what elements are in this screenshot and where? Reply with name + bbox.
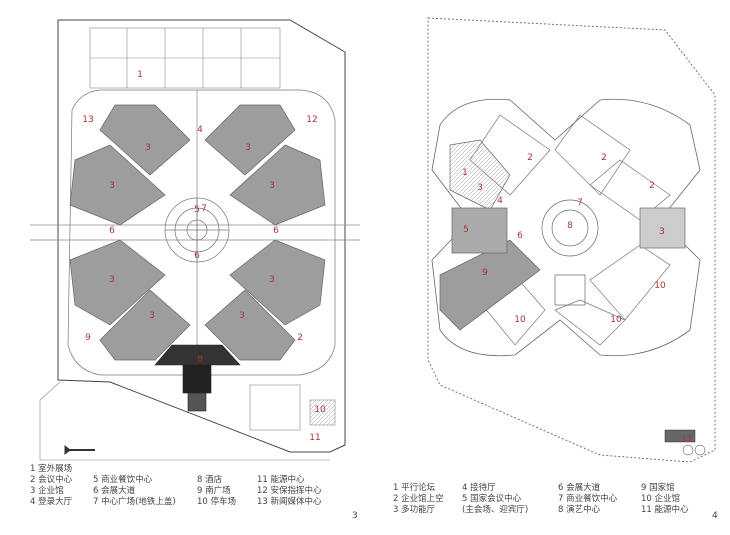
- svg-text:3: 3: [245, 143, 251, 153]
- left-label-12: 12: [306, 115, 317, 125]
- left-label-4: 4: [197, 125, 203, 135]
- legend-item: 4 接待厅: [462, 483, 496, 493]
- svg-text:3: 3: [269, 275, 275, 285]
- svg-text:3: 3: [109, 181, 115, 191]
- legend-item: 9 国家馆: [641, 483, 675, 493]
- left-label-6b: 6: [273, 226, 279, 236]
- left-extra-3-labels: 3 3 3 3 3 3 3: [109, 143, 275, 321]
- left-page-number: 3: [352, 511, 358, 521]
- right-label-4: 4: [497, 196, 503, 206]
- right-site-plan: [427, 17, 716, 463]
- svg-text:10: 10: [610, 315, 622, 325]
- legend-item: 2 会议中心: [30, 475, 73, 485]
- left-label-3a: 3: [145, 143, 151, 153]
- left-legend-col2: 5 商业餐饮中心 6 会展大道 7 中心广场(地铁上盖): [93, 475, 176, 508]
- right-legend-col1: 1 平行论坛 2 企业馆上空 3 多功能厅: [393, 483, 444, 516]
- legend-item: 7 中心广场(地铁上盖): [93, 497, 176, 507]
- legend-item: 6 会展大道: [93, 486, 136, 496]
- left-exhibition-halls: [69, 104, 326, 361]
- right-conference-center: [451, 207, 686, 254]
- left-ring-road: [67, 89, 336, 376]
- right-zone-labels: 1 2 3 4 5 6 7 8 9 10 11: [462, 153, 693, 445]
- legend-item: 11 能源中心: [257, 475, 305, 485]
- legend-item: 10 企业馆: [641, 494, 681, 504]
- left-label-10: 10: [314, 405, 326, 415]
- right-label-2: 2: [527, 153, 533, 163]
- legend-item: 12 安保指挥中心: [257, 486, 322, 496]
- legend-item: 6 会展大道: [558, 483, 601, 493]
- right-label-10: 10: [654, 281, 666, 291]
- svg-text:3: 3: [239, 311, 245, 321]
- right-energy-block: [664, 429, 706, 456]
- right-legend-col2: 4 接待厅 5 国家会议中心 (主会场、迎宾厅): [462, 483, 528, 516]
- right-label-5: 5: [463, 225, 469, 235]
- right-label-8: 8: [567, 221, 573, 231]
- left-label-7: 7: [201, 204, 207, 214]
- legend-item: 1 平行论坛: [393, 483, 436, 493]
- left-label-13: 13: [82, 115, 93, 125]
- legend-item: 7 商业餐饮中心: [558, 494, 618, 504]
- legend-item: 5 商业餐饮中心: [93, 475, 153, 485]
- right-forum-halls: [449, 139, 511, 211]
- left-label-6a: 6: [109, 226, 115, 236]
- left-label-9: 9: [85, 333, 91, 343]
- left-site-boundary: [57, 19, 346, 453]
- left-legend-col1: 1 室外展场 2 会议中心 3 企业馆 4 登录大厅: [30, 464, 72, 508]
- right-central-hub: [541, 199, 599, 306]
- legend-item: 1 室外展场: [30, 464, 73, 474]
- left-zone-labels: 1 2 3 4 5 6 6 6 7 8 9 10 11 12 13: [82, 70, 326, 443]
- left-label-11: 11: [309, 433, 320, 443]
- right-site-boundary: [427, 17, 716, 463]
- outdoor-exhibition-grid: [89, 27, 281, 89]
- svg-text:10: 10: [514, 315, 526, 325]
- legend-item: 13 新闻媒体中心: [257, 497, 322, 507]
- right-legend-col3: 6 会展大道 7 商业餐饮中心 8 演艺中心: [558, 483, 617, 516]
- left-label-6c: 6: [194, 251, 200, 261]
- svg-text:3: 3: [149, 311, 155, 321]
- left-label-2a: 2: [297, 333, 303, 343]
- legend-item: 4 登录大厅: [30, 497, 73, 507]
- legend-item: 3 多功能厅: [393, 505, 436, 515]
- legend-item: 5 国家会议中心: [462, 494, 522, 504]
- right-label-9: 9: [482, 268, 488, 278]
- svg-text:2: 2: [601, 153, 607, 163]
- right-label-11: 11: [681, 435, 692, 445]
- right-label-3: 3: [477, 183, 483, 193]
- legend-item: 8 酒店: [197, 475, 223, 485]
- left-label-1: 1: [137, 70, 143, 80]
- legend-item: (主会场、迎宾厅): [462, 505, 529, 515]
- legend-item: 10 停车场: [197, 497, 237, 507]
- left-north-arrow-icon: [64, 444, 95, 456]
- left-central-plaza: [164, 197, 230, 263]
- left-legend-col3: 8 酒店 9 南广场 10 停车场: [197, 475, 236, 508]
- right-label-6: 6: [517, 231, 523, 241]
- svg-text:2: 2: [649, 181, 655, 191]
- svg-text:3: 3: [269, 181, 275, 191]
- legend-item: 3 企业馆: [30, 486, 64, 496]
- right-page-number: 4: [712, 511, 718, 521]
- right-legend-col4: 9 国家馆 10 企业馆 11 能源中心: [641, 483, 689, 516]
- svg-text:3: 3: [109, 275, 115, 285]
- legend-item: 2 企业馆上空: [393, 494, 444, 504]
- legend-item: 11 能源中心: [641, 505, 689, 515]
- left-legend-col4: 11 能源中心 12 安保指挥中心 13 新闻媒体中心: [257, 475, 322, 508]
- right-outline: [431, 98, 701, 357]
- left-south-area: [39, 381, 336, 461]
- left-label-8: 8: [197, 355, 203, 365]
- svg-text:3: 3: [659, 227, 665, 237]
- legend-item: 9 南广场: [197, 486, 231, 496]
- left-hotel-block: [154, 344, 241, 412]
- left-label-5: 5: [194, 205, 200, 215]
- right-extra-labels: 2 2 3 10 10: [514, 153, 665, 325]
- right-label-1: 1: [462, 168, 468, 178]
- right-label-7: 7: [577, 198, 583, 208]
- legend-item: 8 演艺中心: [558, 505, 601, 515]
